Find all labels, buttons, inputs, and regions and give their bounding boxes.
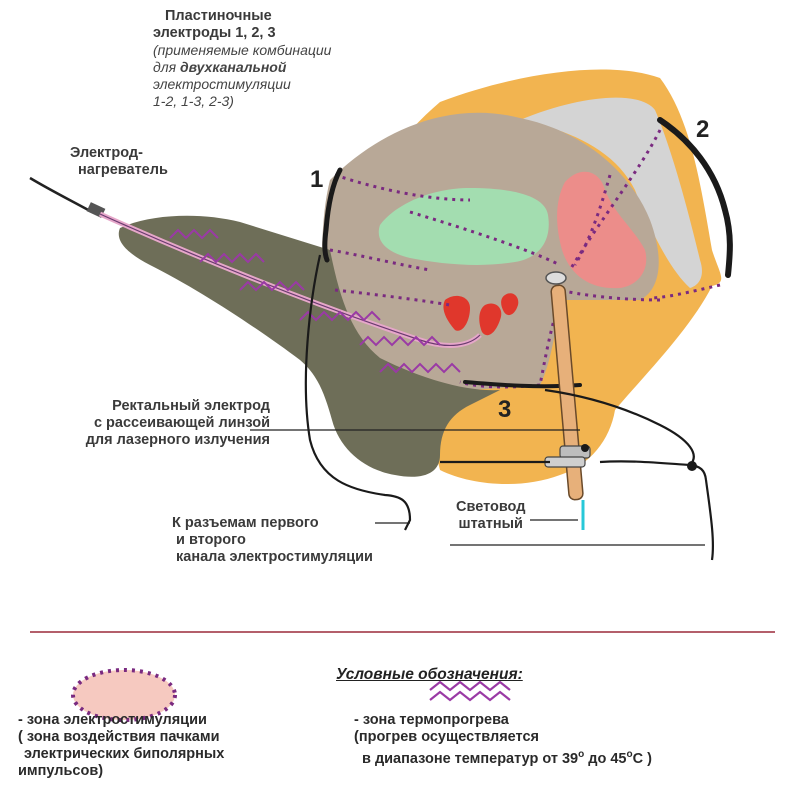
thermo-deg-1: o	[578, 749, 585, 760]
legend-thermo-line: (прогрев осуществляется	[354, 729, 539, 745]
plate-note-line: для двухканальной	[153, 59, 331, 76]
light-guide-label: Световод штатный	[456, 499, 525, 533]
legend-stim-line: ( зона воздействия пачками	[18, 729, 220, 745]
legend-stim-line: импульсов)	[18, 763, 104, 779]
heater-electrode-label: Электрод- нагреватель	[70, 145, 168, 179]
rectal-clamp-bar	[544, 456, 586, 468]
plate-note-line: 1-2, 1-3, 2-3)	[153, 93, 234, 109]
plate-electrode-1	[322, 167, 343, 263]
heater-probe-outline	[99, 213, 481, 346]
plate-electrode-2	[657, 117, 733, 278]
stim-zone-legend-icon	[71, 668, 177, 722]
legend-thermo-line: в диапазоне температур от 39o до 45oC )	[354, 746, 652, 768]
plate-note-line: электростимуляции	[153, 76, 291, 92]
connectors-line: канала электростимуляции	[176, 549, 373, 565]
connectors-line: и второго	[176, 532, 246, 548]
legend-title: Условные обозначения:	[336, 666, 523, 683]
rectal-label-line: с рассеивающей линзой	[93, 415, 270, 431]
thermo-deg-2: o	[626, 749, 633, 760]
thermo-zigzags	[169, 228, 461, 374]
focus-spot-right	[501, 293, 519, 316]
bladder-region	[378, 188, 549, 265]
plate-note-for: для	[153, 59, 181, 75]
zigzag-legend-icon	[429, 680, 511, 702]
connectors-label: К разъемам первого и второго канала элек…	[172, 515, 373, 566]
electrode-number-3: 3	[498, 396, 512, 423]
pointer-lines	[250, 429, 705, 546]
rectal-label-line: Ректальный электрод	[112, 398, 270, 414]
plate-note-bold: двухканальной	[180, 59, 287, 75]
cable-node	[687, 461, 697, 471]
plate-title-line: Пластиночные	[165, 8, 272, 24]
heater-label-line: нагреватель	[78, 162, 168, 178]
legend-thermo-text: - зона термопрогрева (прогрев осуществля…	[354, 712, 652, 768]
heater-label-line: Электрод-	[70, 145, 143, 161]
thermo-range-prefix: в диапазоне температур от 39	[362, 750, 579, 767]
connectors-line: К разъемам первого	[172, 515, 319, 531]
rectal-electrode-tip	[545, 271, 567, 285]
focus-spot-center	[479, 303, 502, 336]
focus-spot-left	[443, 295, 470, 331]
cable-node	[581, 444, 589, 452]
rectal-electrode-label: Ректальный электрод с рассеивающей линзо…	[20, 398, 270, 449]
plate-title-line: электроды 1, 2, 3	[153, 25, 276, 41]
light-guide-line: штатный	[458, 516, 523, 532]
dark-tissue-lower	[118, 215, 500, 477]
plate-electrodes-label: Пластиночные электроды 1, 2, 3 (применяе…	[153, 8, 331, 110]
legend-stim-text: - зона электростимуляции ( зона воздейст…	[18, 712, 224, 780]
thermo-range-suffix: C )	[632, 750, 652, 767]
electrode-number-1: 1	[310, 166, 324, 193]
thermo-range-mid: до 45	[588, 750, 627, 767]
plate-note-line: (применяемые комбинации	[153, 42, 332, 58]
legend-thermo-line: - зона термопрогрева	[354, 712, 509, 728]
heater-lead-wire	[29, 176, 93, 214]
legend-stim-line: - зона электростимуляции	[18, 712, 207, 728]
stim-cables	[304, 254, 715, 561]
gray-region	[520, 97, 702, 288]
rectal-label-line: для лазерного излучения	[85, 432, 270, 448]
legend-stim-line: электрических биполярных	[24, 746, 225, 762]
electrode-number-2: 2	[696, 116, 710, 143]
light-guide-line: Световод	[456, 499, 526, 515]
